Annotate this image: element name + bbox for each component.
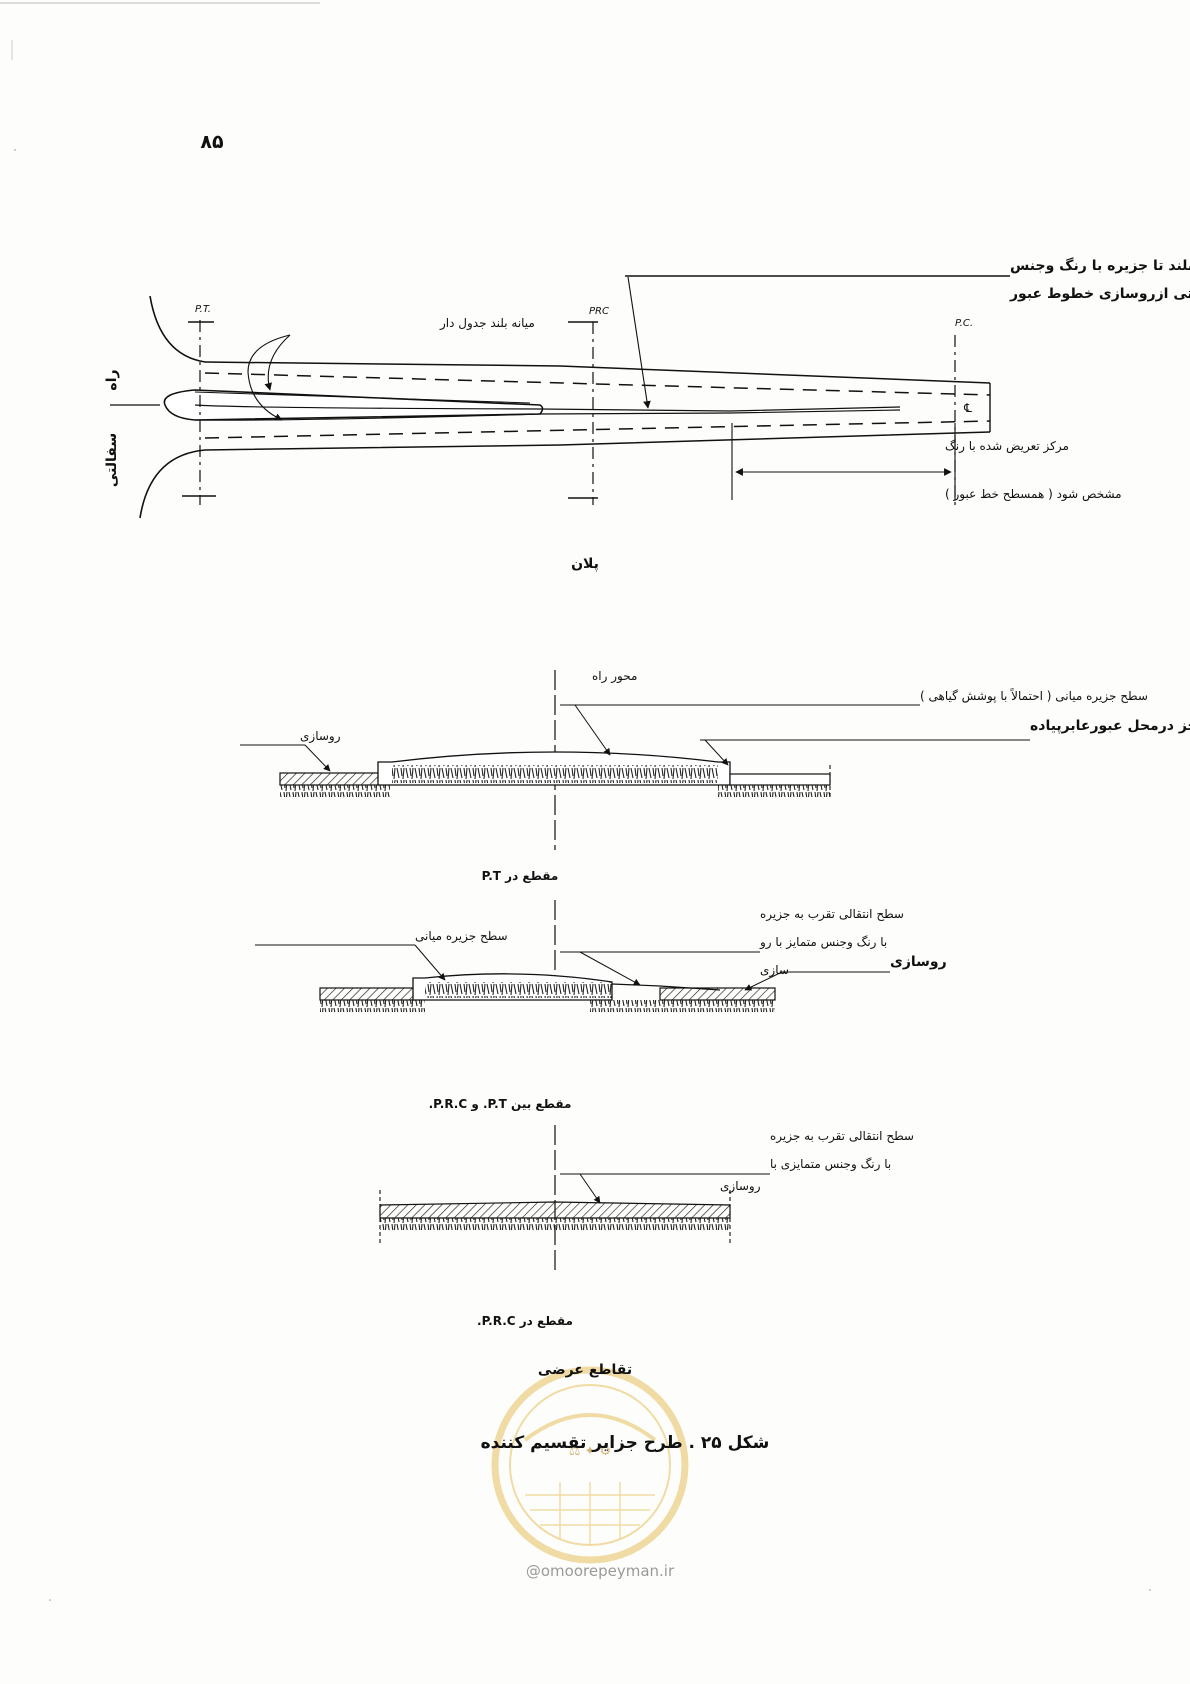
- s2-median-label: سطح جزیره میانی: [415, 929, 508, 944]
- left-label-top: راه: [104, 369, 120, 390]
- s3-ground: [380, 1218, 730, 1230]
- dim-label-2: مشخص شود ( همسطح خط عبور ): [945, 487, 1122, 502]
- lane-line-bottom: [204, 420, 991, 439]
- s2-pavement-right: [659, 987, 776, 1001]
- tag-prc: PRC: [589, 306, 609, 317]
- median-leader-1: [247, 334, 291, 421]
- s1-pavement-right: [729, 773, 831, 786]
- seal-emblem-icon: ⚖ ✦ ⚙: [569, 1444, 611, 1459]
- section-pt: محور راه سطح جزیره میانی ( احتمالاً با پ…: [240, 669, 1190, 883]
- plan-caption: پلان: [571, 556, 599, 572]
- axis-label: محور راه: [592, 669, 637, 684]
- scan-specks: [14, 149, 1151, 1601]
- road-edge-bottom: [204, 431, 991, 451]
- s2-pavement-label: روسازی: [890, 954, 947, 970]
- s3-leader-transition: [579, 1173, 601, 1204]
- transition-taper-top: [194, 404, 901, 412]
- s1-curb-label: جدول مورب بجز درمحل عبورعابرپیاده: [1030, 718, 1190, 734]
- left-label-bottom: سفالتی: [104, 433, 120, 487]
- section3-title: مقطع در P.R.C.: [477, 1314, 573, 1328]
- curb-return-top: [149, 295, 206, 363]
- section-prc: سطح انتقالی تقرب به جزیره با رنگ وجنس مت…: [379, 1125, 914, 1328]
- s1-leader-pavement: [304, 744, 331, 772]
- section-between: سطح جزیره میانی سطح انتقالی تقرب به جزیر…: [255, 900, 947, 1112]
- section2-title: مقطع بین P.T. و P.R.C.: [429, 1097, 572, 1112]
- s1-pavement-label: روسازی: [300, 729, 341, 744]
- tag-pt: P.T.: [195, 304, 211, 315]
- seal-ring: [491, 1366, 689, 1564]
- median-label: میانه بلند جدول دار: [439, 316, 535, 331]
- s3-transition-line1: سطح انتقالی تقرب به جزیره: [770, 1129, 914, 1144]
- s2-pavement-left: [319, 987, 416, 1001]
- s2-transition-line2: با رنگ وجنس متمایز با رو: [759, 935, 887, 950]
- watermark-url: @omoorepeyman.ir: [526, 1562, 675, 1580]
- s1-pavement-left: [279, 772, 381, 786]
- cross-section-subtitle: تقاطع عرضی: [538, 1362, 632, 1378]
- s1-leader-median: [574, 704, 611, 756]
- median-island-inner: [194, 391, 531, 404]
- lane-line-top: [204, 372, 991, 396]
- scan-edge-lines: [0, 2, 320, 60]
- section1-title: مقطع در P.T: [482, 869, 559, 883]
- centerline-symbol: ℄: [963, 401, 972, 415]
- s1-leader-curb: [704, 739, 729, 766]
- s2-ground-right: [590, 1000, 775, 1012]
- tag-pc: P.C.: [955, 318, 973, 329]
- figure-caption: شکل ۲۵ . طرح جزایر تقسیم کننده: [481, 1433, 770, 1453]
- plan-title-line2: متفاوتی ازروسازی خطوط عبور: [1009, 286, 1190, 302]
- transition-taper-bottom: [194, 409, 901, 421]
- road-edge-top: [204, 361, 991, 384]
- plan-view: سطح انتقال تدریجی بلند تا جزیره با رنگ و…: [104, 257, 1190, 572]
- s3-transition-line2: با رنگ وجنس متمایزی با: [770, 1157, 891, 1172]
- s2-leader-transition: [579, 951, 641, 986]
- s2-transition-line1: سطح انتقالی تقرب به جزیره: [760, 907, 904, 922]
- s1-median-grass: [392, 765, 718, 783]
- curb-return-bottom: [139, 449, 206, 519]
- median-leader-2: [264, 334, 291, 391]
- plan-title-line1: سطح انتقال تدریجی بلند تا جزیره با رنگ و…: [1010, 257, 1190, 274]
- median-island: [163, 389, 544, 421]
- s1-median-label: سطح جزیره میانی ( احتمالاً با پوشش گیاهی…: [920, 688, 1148, 704]
- page-number: ۸۵: [200, 131, 224, 153]
- watermark-seal: ⚖ ✦ ⚙: [491, 1366, 689, 1564]
- s2-median-grass: [425, 982, 612, 998]
- s3-transition-line3: روسازی: [720, 1179, 761, 1194]
- s2-leader-median: [414, 944, 446, 981]
- s2-leader-pavement: [744, 971, 783, 991]
- seal-grid: [525, 1482, 655, 1545]
- transition-leader: [627, 276, 651, 409]
- dim-label-1: مرکز تعریض شده با رنگ: [945, 439, 1069, 454]
- s2-ground-left: [320, 1000, 425, 1012]
- s3-pavement: [379, 1201, 731, 1219]
- s1-ground-right: [718, 785, 830, 797]
- s2-transition-line3: سازی: [760, 963, 789, 978]
- s1-ground-left: [280, 785, 390, 797]
- seal-arc: [523, 1413, 657, 1442]
